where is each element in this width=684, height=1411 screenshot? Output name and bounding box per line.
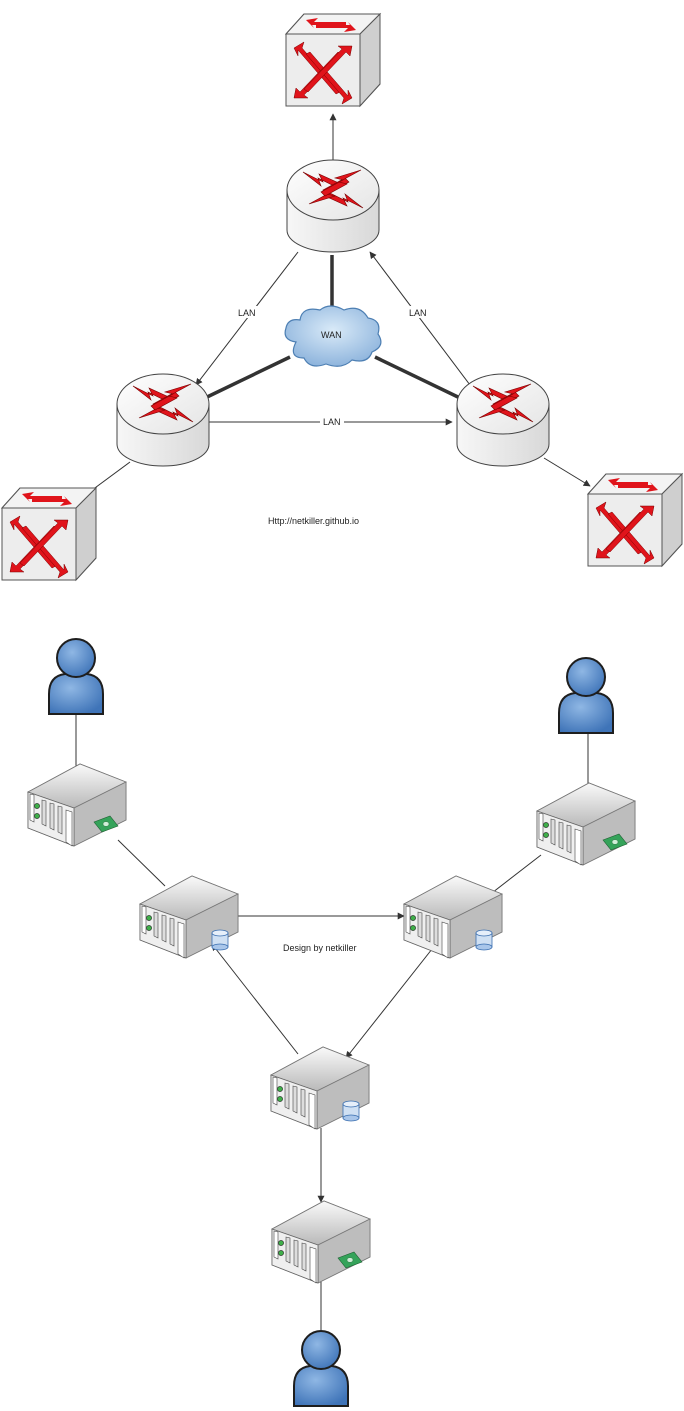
wan-link-left	[204, 355, 291, 400]
db-server-bottom	[270, 1046, 370, 1130]
router-icon-left	[116, 373, 210, 467]
lan-link-right-to-top	[369, 251, 471, 386]
switch-icon-left	[1, 487, 97, 581]
database-icon	[342, 1100, 360, 1122]
lan-label-left: LAN	[238, 308, 256, 318]
web-server-right	[536, 782, 636, 866]
link-web-right-to-db-right	[487, 854, 542, 897]
network-diagram: LAN LAN LAN WAN Http://netkiller.github.…	[1, 13, 683, 581]
link-router-right-to-switch-right	[543, 457, 591, 487]
replication-bottom-to-left	[211, 943, 299, 1055]
wan-label: WAN	[321, 330, 342, 340]
database-icon	[211, 929, 229, 951]
server-icon	[27, 763, 127, 847]
router-icon-right	[456, 373, 550, 467]
server-diagram: Design by netkiller	[27, 638, 636, 1407]
switch-icon-top	[285, 13, 381, 107]
router-icon-top	[286, 159, 380, 253]
lan-label-bottom: LAN	[323, 417, 341, 427]
database-icon	[475, 929, 493, 951]
switch-icon-right	[587, 473, 683, 567]
db-server-left	[139, 875, 239, 959]
link-web-left-to-db-left	[117, 839, 166, 887]
replication-right-to-bottom	[345, 943, 437, 1059]
user-icon-right	[558, 657, 614, 734]
lan-link-top-to-left	[195, 251, 299, 386]
web-server-bottom	[271, 1200, 371, 1284]
db-server-right	[403, 875, 503, 959]
lan-label-right: LAN	[409, 308, 427, 318]
server-icon	[536, 782, 636, 866]
network-credit: Http://netkiller.github.io	[268, 516, 359, 526]
user-icon-left	[48, 638, 104, 715]
user-icon-bottom	[293, 1330, 349, 1407]
server-credit: Design by netkiller	[283, 943, 357, 953]
server-icon	[271, 1200, 371, 1284]
wan-link-right	[374, 355, 461, 400]
web-server-left	[27, 763, 127, 847]
